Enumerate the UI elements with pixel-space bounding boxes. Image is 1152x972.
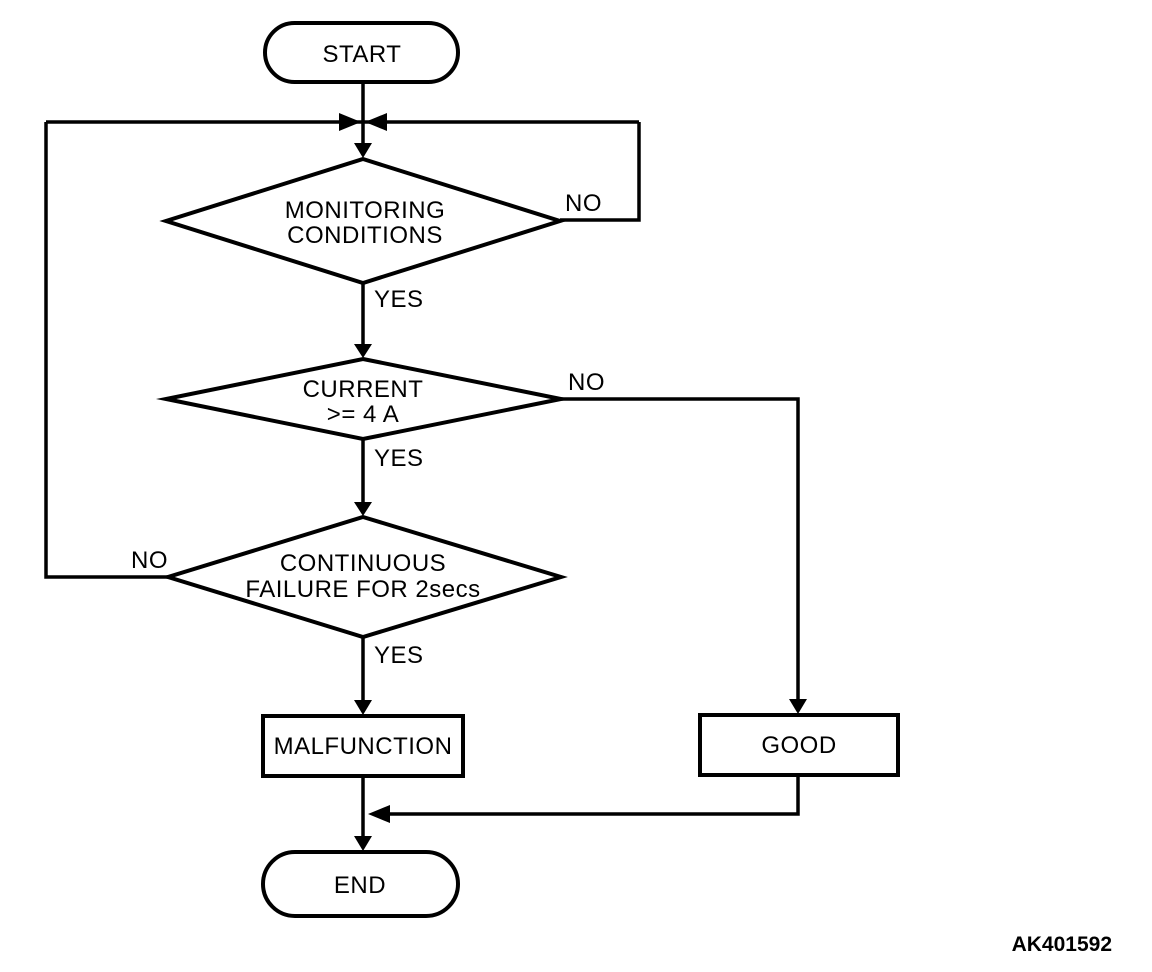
edge-current-no [561,397,807,714]
edge-top-merge [46,113,639,131]
continuous-failure-label-line2: FAILURE FOR 2secs [245,576,480,603]
current-check-diamond [155,356,572,442]
arrowhead-down-icon [354,700,372,715]
edge-line [390,775,800,816]
node-end: END [261,850,460,918]
end-terminator-shape [261,850,460,918]
continuous-failure-diamond [161,514,568,640]
arrowhead-down-icon [789,699,807,714]
current-yes-label: YES [374,445,424,472]
good-label: GOOD [761,732,836,759]
monitoring-conditions-label-line1: MONITORING [285,197,446,224]
arrowhead-left-icon [368,805,390,823]
monitoring-no-label: NO [565,190,602,217]
edge-malfunction-to-end [354,776,372,851]
arrowhead-down-icon [354,502,372,516]
current-check-label-line1: CURRENT [303,376,424,403]
node-malfunction: MALFUNCTION [261,714,465,778]
good-box [698,713,900,777]
figure-code: AK401592 [1012,933,1112,956]
current-check-label-line2: >= 4 A [327,401,399,428]
edge-continuous-yes [354,637,372,715]
malfunction-label: MALFUNCTION [274,733,453,760]
monitoring-yes-label: YES [374,286,424,313]
node-current-check: CURRENT >= 4 A [155,356,572,442]
edge-line [561,397,800,701]
edge-current-yes [354,439,372,516]
node-good: GOOD [698,713,900,777]
edge-continuous-no [44,122,168,579]
continuous-yes-label: YES [374,642,424,669]
arrowhead-left-icon [365,113,387,131]
node-start: START [263,21,460,84]
arrowhead-down-icon [354,143,372,158]
edge-line [560,122,641,222]
arrowhead-down-icon [354,836,372,851]
edge-monitoring-no [560,122,641,222]
continuous-failure-label-line1: CONTINUOUS [280,550,446,577]
edge-monitoring-yes [354,283,372,358]
monitoring-conditions-label-line2: CONDITIONS [287,222,443,249]
arrowhead-right-icon [339,113,361,131]
node-continuous-failure: CONTINUOUS FAILURE FOR 2secs [161,514,568,640]
end-label: END [334,872,386,899]
continuous-no-label: NO [131,547,168,574]
arrowhead-down-icon [354,344,372,358]
monitoring-conditions-diamond [159,156,567,286]
malfunction-box [261,714,465,778]
edge-good-to-end [368,775,800,823]
start-terminator-shape [263,21,460,84]
start-label: START [323,41,402,68]
node-monitoring-conditions: MONITORING CONDITIONS [159,156,567,286]
edge-line [44,122,168,579]
edge-start-to-monitoring [354,82,372,158]
current-no-label: NO [568,369,605,396]
